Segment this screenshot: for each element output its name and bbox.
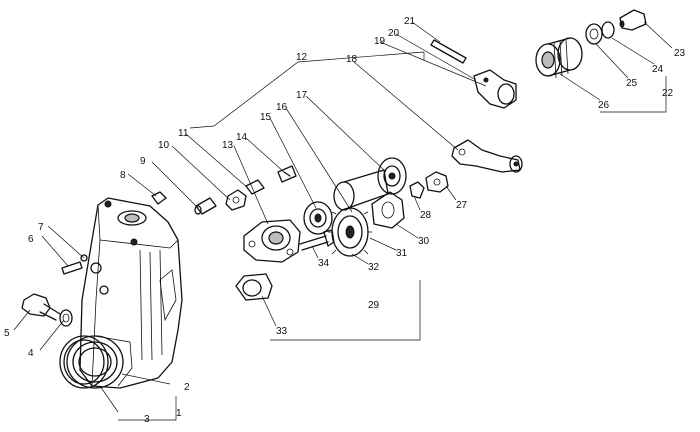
callout-29: 29	[368, 300, 380, 311]
stud	[61, 261, 83, 275]
callout-24: 24	[652, 64, 664, 75]
nut	[425, 171, 449, 193]
washer-tab	[409, 181, 425, 199]
callout-30: 30	[418, 236, 430, 247]
callout-5: 5	[4, 328, 10, 339]
callout-33: 33	[276, 326, 288, 337]
callout-18: 18	[346, 54, 358, 65]
callout-14: 14	[236, 132, 248, 143]
cam-plate	[371, 191, 405, 229]
bracket	[473, 69, 517, 109]
bearing-housing	[243, 219, 301, 263]
plug-bolt	[21, 293, 61, 321]
pin-small	[245, 179, 265, 195]
callout-4: 4	[28, 348, 34, 359]
washer	[59, 309, 73, 327]
callout-27: 27	[456, 200, 468, 211]
callout-12: 12	[296, 52, 308, 63]
leader-lines	[13, 21, 673, 421]
callout-17: 17	[296, 90, 308, 101]
sleeve	[235, 273, 273, 301]
housing	[66, 197, 183, 389]
gear	[328, 207, 372, 257]
pin-end	[619, 9, 647, 31]
callout-25: 25	[626, 78, 638, 89]
callout-10: 10	[158, 140, 170, 151]
lever	[451, 139, 523, 173]
callout-26: 26	[598, 100, 610, 111]
washer-ring	[585, 23, 603, 45]
set-screw	[194, 197, 217, 215]
housing-seal-ring	[59, 335, 109, 389]
callout-16: 16	[276, 102, 288, 113]
callouts: 1 2 3 4 5 6 7 8 9 10 11 12 13 14 15 16 1…	[4, 16, 686, 425]
callout-21: 21	[404, 16, 416, 27]
callout-28: 28	[420, 210, 432, 221]
callout-3: 3	[144, 414, 150, 425]
callout-9: 9	[140, 156, 146, 167]
rod	[430, 39, 467, 64]
callout-11: 11	[178, 128, 189, 139]
plug	[80, 254, 88, 262]
callout-23: 23	[674, 48, 686, 59]
ball-bearing	[303, 201, 333, 235]
callout-15: 15	[260, 112, 272, 123]
callout-13: 13	[222, 140, 234, 151]
gear-wheel	[377, 157, 407, 195]
pin	[151, 191, 167, 205]
nut-washer	[225, 189, 247, 211]
callout-19: 19	[374, 36, 386, 47]
callout-31: 31	[396, 248, 408, 259]
bush	[535, 37, 583, 79]
spring-ring	[601, 21, 615, 39]
callout-20: 20	[388, 28, 400, 39]
key	[277, 165, 297, 183]
callout-7: 7	[38, 222, 44, 233]
callout-6: 6	[28, 234, 34, 245]
callout-1: 1	[176, 408, 182, 419]
callout-22: 22	[662, 88, 674, 99]
callout-2: 2	[184, 382, 190, 393]
bolt	[299, 229, 335, 251]
callout-34: 34	[318, 258, 330, 269]
callout-8: 8	[120, 170, 126, 181]
shaft-gear	[333, 169, 389, 211]
callout-32: 32	[368, 262, 380, 273]
